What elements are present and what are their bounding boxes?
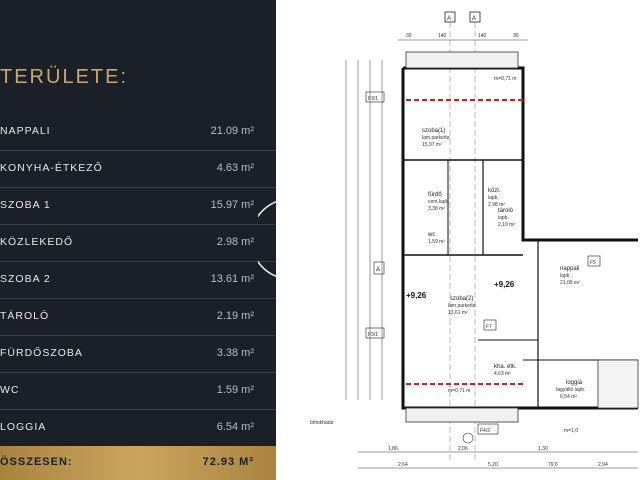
room-area-label: 3,38 m² <box>428 206 445 212</box>
room-label: szoba(2) <box>450 296 473 302</box>
room-area-label: 13,61 m² <box>448 310 468 316</box>
dimension-chain-left <box>345 60 383 400</box>
room-area: 3.38 m² <box>216 347 254 359</box>
floor-plan: A A 30 140 140 30 +9,26 +9,26 <box>298 0 640 480</box>
room-note: lapb. <box>498 215 509 221</box>
room-note: cem.lapb. <box>428 199 450 205</box>
list-item: TÁROLÓ 2.19 m² <box>0 299 276 336</box>
room-area-label: 2,19 m² <box>498 222 515 228</box>
list-item: FÜRDŐSZOBA 3.38 m² <box>0 336 276 373</box>
section-marker-text: A <box>447 16 451 22</box>
list-item: LOGGIA 6.54 m² <box>0 410 276 447</box>
room-label: wc <box>427 232 435 238</box>
dimension-text: 5,20 <box>488 462 498 468</box>
room-area: 2.19 m² <box>216 310 254 322</box>
room-label: fürdő <box>428 192 442 198</box>
panel-heading: TERÜLETE: <box>0 66 129 88</box>
room-list: NAPPALI 21.09 m² KONYHA-ÉTKEZŐ 4.63 m² SZO… <box>0 114 276 447</box>
list-item: SZOBA 2 13.61 m² <box>0 262 276 299</box>
dimension-text: 2,06 <box>458 446 468 452</box>
room-area: 6.54 m² <box>216 421 254 433</box>
room-label: nappali <box>560 266 579 272</box>
room-area-panel: TERÜLETE: NAPPALI 21.09 m² KONYHA-ÉTKEZŐ 4… <box>0 0 276 480</box>
dimension-text: 79,6 <box>548 462 558 468</box>
room-name: SZOBA 1 <box>0 199 51 211</box>
dimension-chain-top: 30 140 140 30 <box>398 33 528 41</box>
building-outline <box>401 51 639 423</box>
marker-text: F5 <box>590 260 596 266</box>
room-name: NAPPALI <box>0 125 51 137</box>
room-note: lam.parketta <box>422 135 450 141</box>
room-area-label: 15,97 m² <box>422 142 442 148</box>
room-area-label: 1,59 m² <box>428 239 445 245</box>
room-note: fagyálló lapb. <box>556 387 585 393</box>
plan-note: birtokhatár <box>310 420 334 426</box>
marker-text: F3/1 <box>368 96 378 102</box>
room-area: 13.61 m² <box>210 273 254 285</box>
list-item: NAPPALI 21.09 m² <box>0 114 276 151</box>
list-item: KÖZLEKEDŐ 2.98 m² <box>0 225 276 262</box>
section-marker-text: A <box>472 16 476 22</box>
room-area-label: 21,09 m² <box>560 280 580 286</box>
marker-text: F7 <box>486 324 492 330</box>
plan-note: m=1,0 <box>564 428 578 434</box>
dimension-text: 1,30 <box>538 446 548 452</box>
sign-markers: F3/1 F3/1 F5 F7 F4/2 A <box>365 91 601 435</box>
dimension-text: 140 <box>478 33 487 39</box>
dimension-text: 30 <box>406 33 412 39</box>
total-area: 72.93 M² <box>202 456 254 468</box>
level-marker: +9,26 <box>406 291 427 300</box>
dimension-text: 140 <box>438 33 447 39</box>
room-area: 21.09 m² <box>210 125 254 137</box>
total-label: ÖSSZESEN: <box>0 456 73 468</box>
dimension-text: 1,86 <box>388 446 398 452</box>
room-name: WC <box>0 384 20 396</box>
dimension-text: 2,64 <box>398 462 408 468</box>
room-label: tároló <box>498 208 514 214</box>
panel-divider <box>276 0 298 480</box>
room-labels: szoba(1) lam.parketta 15,97 m² fürdő cem… <box>422 128 585 400</box>
marker-text: F3/1 <box>368 332 378 338</box>
dimension-chain-bottom: 1,86 2,06 1,30 2,64 5,20 79,6 2,94 <box>358 446 638 469</box>
room-label: közl. <box>488 188 501 194</box>
room-label: szoba(1) <box>422 128 445 134</box>
room-area-label: 2,98 m² <box>488 202 505 208</box>
section-marker-a: A A <box>444 11 481 460</box>
room-note: lapb. <box>488 195 499 201</box>
room-name: KONYHA-ÉTKEZŐ <box>0 162 103 174</box>
room-note: lapb. <box>560 273 571 279</box>
total-row: ÖSSZESEN: 72.93 M² <box>0 446 276 480</box>
list-item: WC 1.59 m² <box>0 373 276 410</box>
marker-text: F4/2 <box>480 428 490 434</box>
room-label: kha. étk. <box>494 364 517 370</box>
room-label: loggia <box>566 380 583 386</box>
dimension-text: 2,94 <box>598 462 608 468</box>
level-marker: +9,26 <box>494 280 515 289</box>
room-area: 2.98 m² <box>216 236 254 248</box>
room-name: TÁROLÓ <box>0 310 50 322</box>
list-item: KONYHA-ÉTKEZŐ 4.63 m² <box>0 151 276 188</box>
room-name: KÖZLEKEDŐ <box>0 236 74 248</box>
marker-text: A <box>376 267 380 273</box>
plan-note: m=0,71 m <box>494 76 516 82</box>
room-area: 4.63 m² <box>216 162 254 174</box>
room-area-label: 6,54 m² <box>560 394 577 400</box>
plan-note: m=0,71 m <box>448 388 470 394</box>
list-item: SZOBA 1 15.97 m² <box>0 188 276 225</box>
dimension-text: 30 <box>513 33 519 39</box>
room-name: SZOBA 2 <box>0 273 51 285</box>
room-name: FÜRDŐSZOBA <box>0 347 83 359</box>
room-note: lam.parketta <box>448 303 476 309</box>
room-area-label: 4,63 m² <box>494 371 511 377</box>
room-name: LOGGIA <box>0 421 47 433</box>
room-area: 1.59 m² <box>216 384 254 396</box>
room-area: 15.97 m² <box>210 199 254 211</box>
